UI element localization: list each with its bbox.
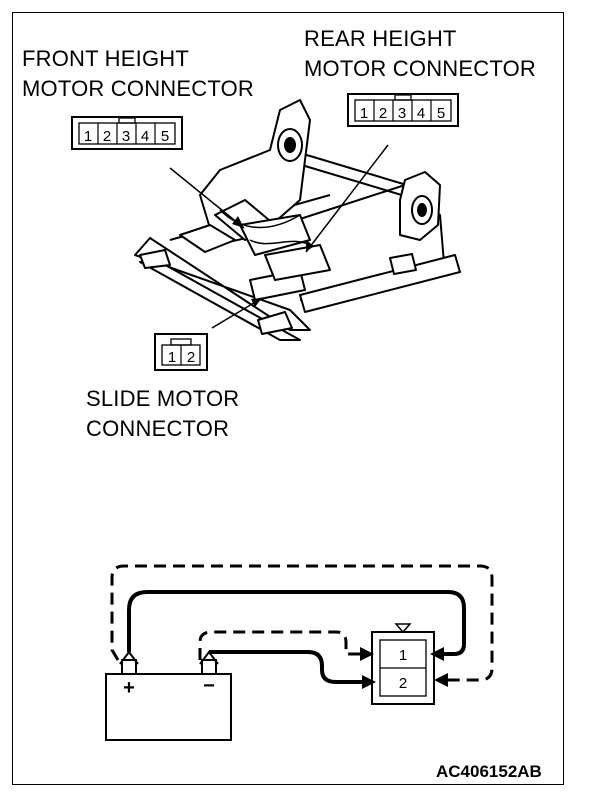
battery-positive-terminal [121,659,137,675]
slide-connector: 1 2 [154,333,208,371]
rear-pin-1: 1 [360,105,368,122]
front-height-motor-connector-label: FRONT HEIGHT MOTOR CONNECTOR [22,44,254,104]
rear-connector-leader [305,144,389,253]
seat-frame-illustration [134,99,461,341]
rear-pin-4: 4 [417,105,425,122]
front-label-line2: MOTOR CONNECTOR [22,76,254,101]
solid-wire-positive [127,590,466,656]
dashed-wire-negative [198,630,364,660]
rear-pin-3: 3 [398,105,406,122]
front-pin-5: 5 [161,128,169,145]
solid-wire-negative [209,650,366,684]
motor-pin-2: 2 [399,675,407,692]
front-connector-leader [169,167,245,229]
battery-negative-terminal [201,659,217,675]
slide-pin-2: 2 [187,349,195,366]
rear-label-line2: MOTOR CONNECTOR [304,56,536,81]
rear-pin-2: 2 [379,105,387,122]
slide-leader-arrowhead [251,298,262,307]
negative-symbol: − [203,675,215,697]
front-height-connector: 1 2 3 4 5 [71,116,183,150]
front-pin-2: 2 [103,128,111,145]
rear-height-motor-connector-label: REAR HEIGHT MOTOR CONNECTOR [304,24,536,84]
front-label-line1: FRONT HEIGHT [22,46,189,71]
front-pin-3: 3 [122,128,130,145]
rear-leader-arrowhead [306,240,314,252]
rear-height-connector: 1 2 3 4 5 [347,93,459,127]
positive-symbol: + [123,677,135,699]
slide-label-line1: SLIDE MOTOR [86,386,240,411]
battery [105,673,232,741]
test-circuit: + − 1 2 [105,564,494,741]
front-pin-4: 4 [141,128,149,145]
dashed-wire-positive [110,564,494,682]
slide-motor-connector-label: SLIDE MOTOR CONNECTOR [86,384,239,444]
front-leader-arrowhead [232,216,244,228]
rear-pin-5: 5 [437,105,445,122]
front-pin-1: 1 [84,128,92,145]
figure-code: AC406152AB [436,762,542,781]
motor-pin-1: 1 [399,647,407,664]
slide-pin-1: 1 [168,349,176,366]
diagram-frame [12,12,564,785]
rear-label-line1: REAR HEIGHT [304,26,457,51]
slide-label-line2: CONNECTOR [86,416,230,441]
